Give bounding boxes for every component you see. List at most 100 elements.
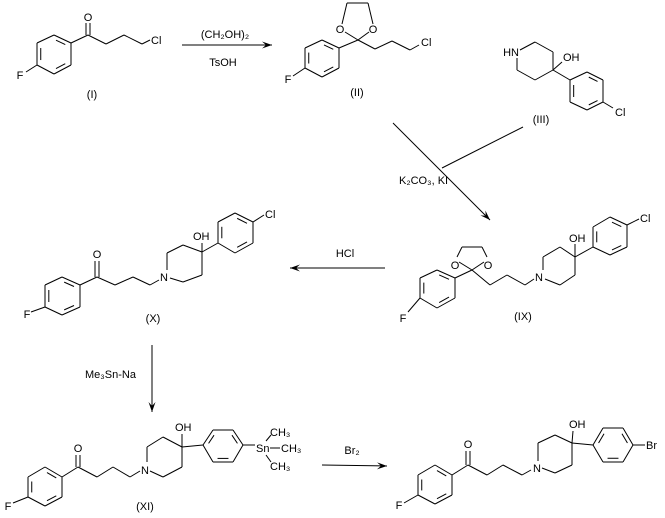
bond	[506, 274, 526, 286]
aromatic-bond	[586, 71, 604, 81]
arrowhead	[262, 41, 272, 49]
double-bond-inner	[63, 281, 75, 287]
bond	[79, 276, 98, 286]
reaction-arrow-branch	[441, 126, 524, 169]
bond	[489, 274, 508, 286]
aromatic-bond	[592, 444, 604, 463]
bond	[451, 464, 469, 476]
bond	[409, 44, 420, 51]
arrowhead	[148, 402, 156, 412]
double-bond-inner	[611, 221, 622, 228]
bond	[141, 39, 151, 45]
atom-O: O	[336, 24, 345, 36]
aromatic-bond	[436, 269, 456, 279]
reagent-k2co3-ki: K₂CO₃, KI	[399, 175, 448, 187]
atom-Cl: Cl	[151, 35, 161, 47]
atom-O: O	[84, 12, 93, 24]
atom-Cl: Cl	[265, 209, 275, 221]
atom-Cl: Cl	[615, 107, 625, 119]
bond	[544, 278, 561, 286]
atom-CH3: CH₃	[270, 461, 290, 473]
aromatic-bond	[609, 246, 628, 256]
bond	[559, 274, 576, 286]
bond	[456, 246, 463, 258]
atom-N: N	[535, 272, 543, 284]
reaction-arrow-step2	[392, 122, 491, 221]
aromatic-bond	[232, 429, 244, 446]
bond	[571, 430, 574, 444]
aromatic-bond	[419, 269, 438, 279]
double-bond-inner	[588, 100, 598, 106]
bond	[201, 242, 219, 253]
aromatic-bond	[234, 242, 254, 254]
compound-label: (II)	[350, 87, 363, 99]
double-bond-inner	[46, 472, 57, 479]
bond	[166, 244, 184, 254]
aromatic-bond	[202, 444, 214, 463]
double-bond-inner	[436, 470, 447, 477]
bond	[467, 464, 488, 476]
aromatic-bond	[44, 466, 63, 478]
bond	[182, 244, 203, 253]
compound-III: HN OH Cl (III)	[503, 47, 625, 126]
bond	[114, 276, 134, 286]
atom-F: F	[24, 309, 31, 321]
double-bond-inner	[55, 39, 66, 45]
atom-OH: OH	[175, 422, 192, 434]
bond	[252, 214, 265, 223]
bond	[12, 496, 29, 504]
double-bond-inner	[231, 434, 238, 444]
bond	[146, 436, 164, 448]
bond	[542, 246, 561, 258]
atom-N: N	[141, 465, 149, 477]
double-bond-inner	[63, 305, 75, 311]
bond	[471, 261, 485, 271]
bond	[162, 436, 183, 448]
bonds-layer	[12, 2, 645, 507]
bond	[403, 494, 419, 504]
atom-Br: Br	[646, 440, 657, 452]
bond	[574, 246, 594, 258]
bond	[626, 218, 640, 226]
bond	[25, 64, 38, 73]
compound-label: (I)	[87, 89, 97, 101]
bond	[344, 31, 359, 41]
atom-OH: OH	[193, 231, 210, 243]
bond	[149, 279, 160, 286]
aromatic-bond	[586, 101, 604, 111]
bond	[105, 34, 125, 45]
arrowhead	[376, 462, 387, 470]
aromatic-bond	[202, 429, 214, 446]
aromatic-bond	[304, 39, 323, 49]
aromatic-bond	[53, 64, 72, 75]
bond	[502, 464, 523, 476]
atom-F: F	[400, 313, 407, 325]
arrowhead	[480, 210, 490, 220]
bond	[534, 41, 554, 53]
bond	[87, 34, 107, 45]
bond	[554, 434, 573, 444]
aromatic-bond	[434, 464, 453, 476]
bond	[30, 306, 46, 313]
reagent-tsoh: TsOH	[209, 57, 237, 69]
double-bond-inner	[46, 495, 57, 502]
bond	[524, 278, 535, 286]
compound-label: (IX)	[514, 311, 532, 323]
atom-F: F	[396, 500, 403, 512]
reagent-me3sn-na: Me₃Sn-Na	[85, 369, 137, 381]
compound-I: O Cl F (I)	[17, 12, 162, 101]
double-bond-inner	[236, 217, 248, 224]
bond	[129, 470, 141, 478]
atom-O: O	[484, 260, 493, 272]
bond	[486, 464, 504, 476]
bond	[292, 67, 306, 77]
atom-F: F	[5, 501, 12, 513]
bond	[123, 34, 143, 45]
bond	[554, 464, 573, 474]
atom-NH: HN	[503, 47, 519, 59]
bond	[149, 470, 164, 478]
double-bond-inner	[323, 66, 334, 73]
compound-label: (XI)	[136, 501, 154, 513]
double-bond-inner	[438, 296, 450, 303]
